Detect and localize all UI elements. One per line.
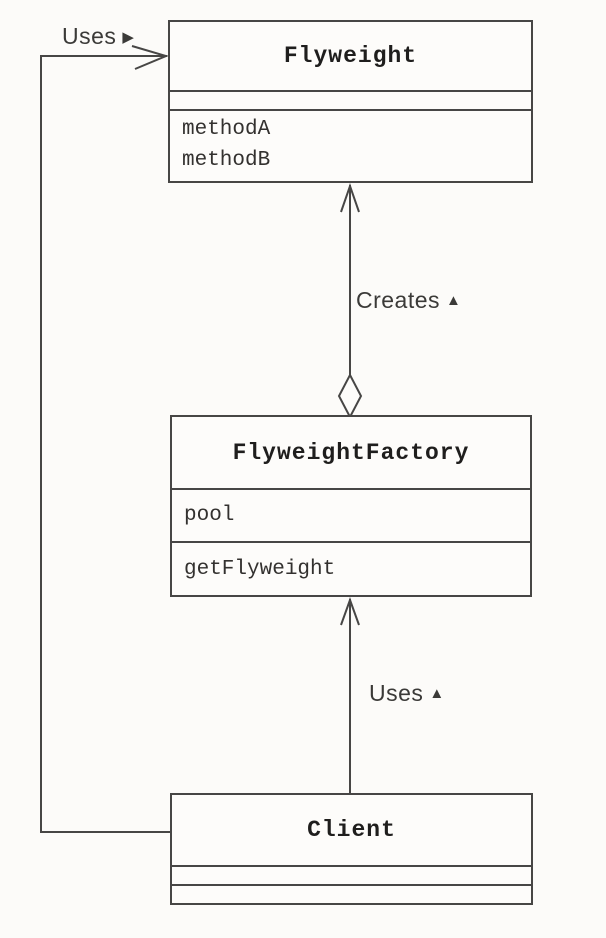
label-text: Uses [369, 680, 424, 706]
method-label: methodB [182, 149, 271, 172]
right-triangle-icon: ▶ [122, 28, 135, 46]
aggregation-diamond-icon [337, 372, 363, 420]
up-triangle-icon: ▲ [446, 292, 462, 309]
class-client: Client [170, 793, 533, 905]
class-flyweight-factory: FlyweightFactory pool getFlyweight [170, 415, 532, 597]
open-arrowhead-up-icon [340, 182, 360, 213]
up-triangle-icon: ▲ [429, 685, 445, 702]
label-text: Creates [356, 287, 441, 313]
creates-label: Creates ▲ [356, 287, 461, 314]
class-name: Flyweight [283, 43, 418, 69]
class-name: Client [307, 817, 396, 843]
attributes-compartment: pool [172, 488, 530, 541]
class-name: FlyweightFactory [232, 439, 470, 466]
methods-compartment: getFlyweight [172, 541, 530, 595]
class-flyweight: Flyweight methodA methodB [168, 20, 533, 183]
uses-label: Uses ▶ [62, 23, 134, 50]
uses-connector-client-to-flyweight [40, 55, 170, 833]
attribute-label: pool [184, 504, 235, 527]
attributes-compartment [172, 865, 531, 884]
open-arrowhead-up-icon [340, 597, 360, 626]
attributes-compartment [170, 90, 531, 109]
open-arrowhead-right-icon [131, 45, 169, 70]
label-text: Uses [62, 23, 117, 49]
uses-label: Uses ▲ [369, 680, 445, 707]
methods-compartment: methodA methodB [170, 109, 531, 181]
method-label: methodA [182, 118, 271, 141]
method-label: getFlyweight [184, 557, 336, 581]
methods-compartment [172, 884, 531, 903]
